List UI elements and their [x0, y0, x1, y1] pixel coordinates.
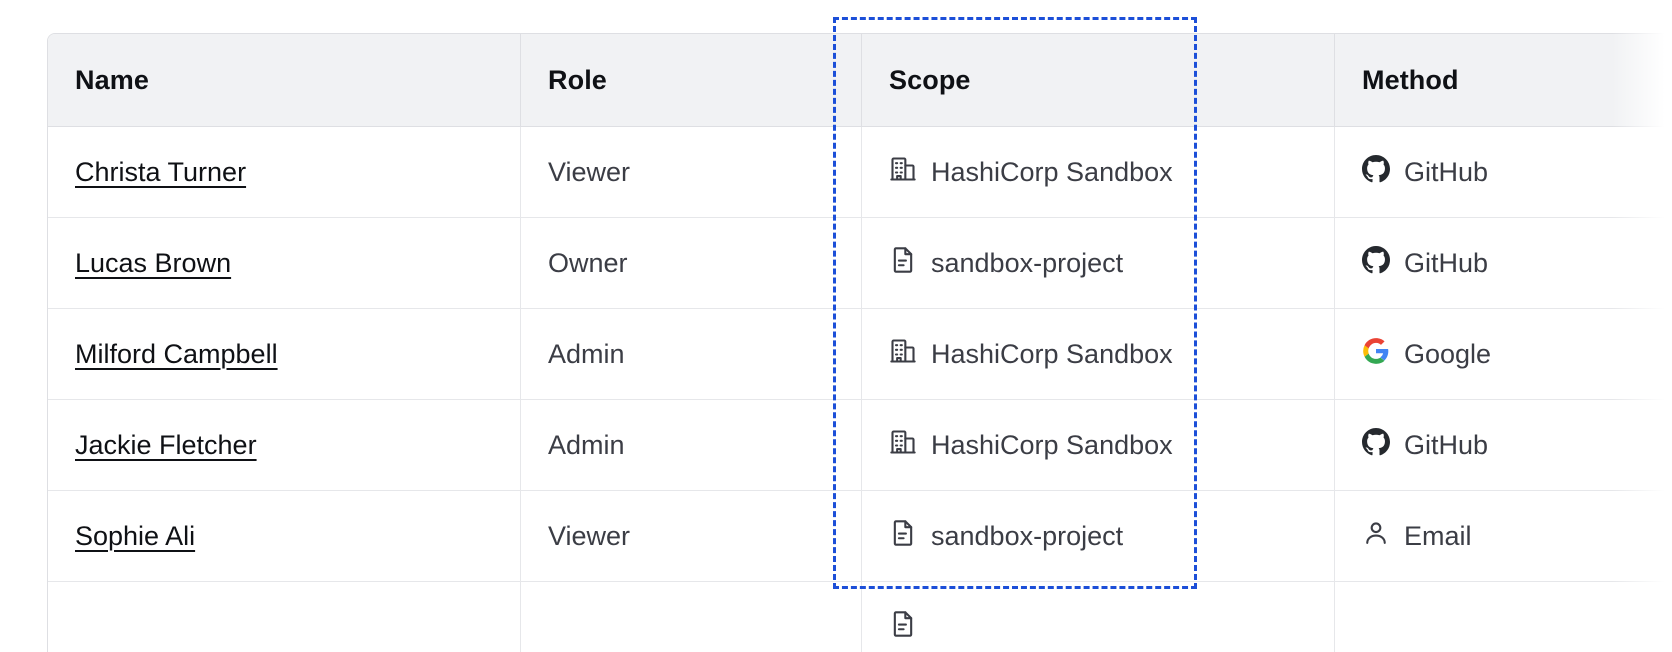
cell-role	[521, 582, 862, 652]
member-name-link[interactable]: Milford Campbell	[75, 338, 278, 369]
members-table-container: Name Role Scope Method Christa Turner Vi…	[47, 33, 1672, 652]
member-name-link[interactable]: Lucas Brown	[75, 247, 232, 278]
scope-label: sandbox-project	[931, 520, 1124, 551]
github-icon	[1362, 154, 1390, 190]
cell-role: Viewer	[521, 127, 862, 218]
organization-icon	[889, 337, 917, 372]
table-row: Christa Turner Viewer	[48, 127, 1672, 218]
member-name-link[interactable]: Sophie Ali	[75, 520, 196, 551]
members-table: Name Role Scope Method Christa Turner Vi…	[47, 33, 1672, 652]
table-header: Name Role Scope Method	[48, 34, 1672, 127]
cell-scope: HashiCorp Sandbox	[862, 309, 1335, 400]
cell-method: GitHub	[1335, 218, 1672, 309]
scope-label: HashiCorp Sandbox	[931, 156, 1173, 187]
member-name-link[interactable]: Jackie Fletcher	[75, 429, 257, 460]
cell-role: Owner	[521, 218, 862, 309]
cell-name: Lucas Brown	[48, 218, 521, 309]
organization-icon	[889, 155, 917, 190]
cell-role: Viewer	[521, 491, 862, 582]
column-header-role[interactable]: Role	[521, 34, 862, 127]
cell-scope: sandbox-project	[862, 491, 1335, 582]
method-label: GitHub	[1404, 247, 1489, 278]
cell-method: Google	[1335, 309, 1672, 400]
google-icon	[1362, 337, 1390, 372]
scope-label: HashiCorp Sandbox	[931, 429, 1173, 460]
project-document-icon	[889, 246, 917, 281]
cell-scope: HashiCorp Sandbox	[862, 127, 1335, 218]
table-row: Milford Campbell Admin	[48, 309, 1672, 400]
table-row: Sophie Ali Viewer sa	[48, 491, 1672, 582]
table-header-row: Name Role Scope Method	[48, 34, 1672, 127]
method-label: Google	[1404, 338, 1492, 369]
cell-name: Sophie Ali	[48, 491, 521, 582]
cell-role: Admin	[521, 309, 862, 400]
column-header-name[interactable]: Name	[48, 34, 521, 127]
cell-name: Jackie Fletcher	[48, 400, 521, 491]
cell-role: Admin	[521, 400, 862, 491]
cell-name: Milford Campbell	[48, 309, 521, 400]
project-document-icon	[889, 610, 917, 645]
cell-method: GitHub	[1335, 400, 1672, 491]
table-row	[48, 582, 1672, 652]
organization-icon	[889, 428, 917, 463]
column-header-scope[interactable]: Scope	[862, 34, 1335, 127]
column-header-method[interactable]: Method	[1335, 34, 1672, 127]
project-document-icon	[889, 519, 917, 554]
cell-name	[48, 582, 521, 652]
scope-label: HashiCorp Sandbox	[931, 338, 1173, 369]
github-icon	[1362, 427, 1390, 463]
table-body: Christa Turner Viewer	[48, 127, 1672, 652]
cell-scope	[862, 582, 1335, 652]
table-row: Lucas Brown Owner sa	[48, 218, 1672, 309]
scope-label: sandbox-project	[931, 247, 1124, 278]
method-label: GitHub	[1404, 156, 1489, 187]
cell-method: GitHub	[1335, 127, 1672, 218]
cell-name: Christa Turner	[48, 127, 521, 218]
cell-method: Email	[1335, 491, 1672, 582]
cell-scope: sandbox-project	[862, 218, 1335, 309]
member-name-link[interactable]: Christa Turner	[75, 156, 247, 187]
cell-scope: HashiCorp Sandbox	[862, 400, 1335, 491]
cell-method	[1335, 582, 1672, 652]
method-label: GitHub	[1404, 429, 1489, 460]
user-icon	[1362, 519, 1390, 554]
github-icon	[1362, 245, 1390, 281]
table-row: Jackie Fletcher Admin	[48, 400, 1672, 491]
method-label: Email	[1404, 520, 1472, 551]
